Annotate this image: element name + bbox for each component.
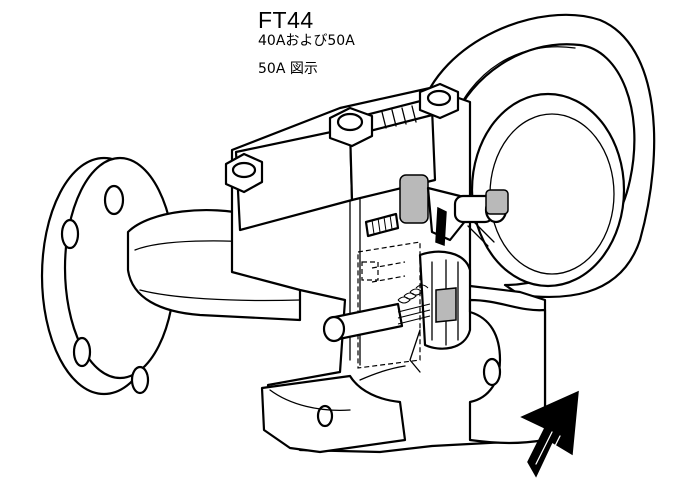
cover-bolt-top: [328, 82, 460, 148]
flange-bolt-hole: [60, 218, 80, 250]
side-stud: [364, 212, 400, 238]
bowl-bolt-hole: [316, 404, 334, 428]
model-name: FT44: [258, 7, 314, 33]
valve-seat-assembly: [399, 174, 509, 247]
bowl-bolt-hole: [482, 357, 502, 387]
figure-caption: FT44 40Aおよび50A 50A 図示: [258, 8, 355, 78]
flange-bolt-hole: [130, 365, 150, 395]
spindle-spring: [322, 284, 431, 343]
flow-direction-arrow-icon: [520, 390, 579, 478]
cover-bolt-left: [224, 152, 264, 194]
size-range: 40Aおよび50A: [258, 33, 355, 49]
orifice-body: [399, 174, 429, 224]
size-shown-note: 50A 図示: [258, 61, 318, 77]
float-cover-dome: [470, 92, 626, 288]
flange-bolt-hole: [103, 184, 125, 216]
flange-bolt-hole: [72, 336, 92, 368]
trap-bowl-cutaway: [260, 298, 547, 454]
